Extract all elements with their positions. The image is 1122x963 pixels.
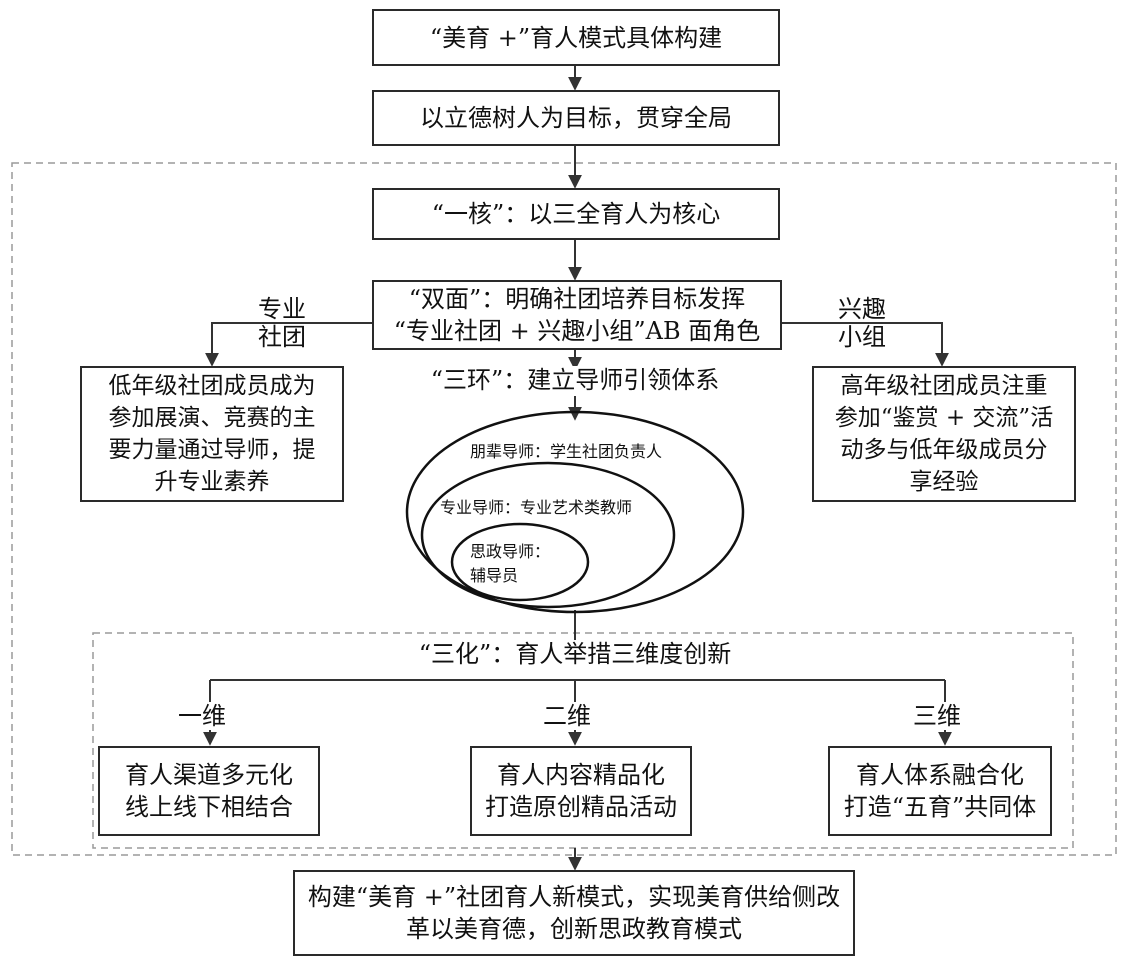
- ring-middle-label: 专业导师：专业艺术类教师: [440, 498, 633, 517]
- dim1-box-line-2: 线上线下相结合: [125, 793, 293, 821]
- ring-inner: [450, 522, 590, 602]
- dual-box: “双面”：明确社团培养目标发挥 “专业社团 + 兴趣小组”AB 面角色: [372, 280, 782, 350]
- ring-outer: [405, 410, 745, 614]
- arrow-dual-left: [205, 322, 372, 367]
- right-branch-label-line-1: 兴趣: [838, 295, 886, 323]
- left-detail-line-3: 要力量通过导师，提: [108, 437, 316, 463]
- core-box: “一核”：以三全育人为核心: [372, 188, 780, 240]
- dual-box-line-2: “专业社团 + 兴趣小组”AB 面角色: [393, 317, 761, 345]
- ring-title: “三环”：建立导师引领体系: [420, 366, 730, 394]
- dim2-box-line-1: 育人内容精品化: [497, 761, 665, 789]
- goal-box-text: 以立德树人为目标，贯穿全局: [420, 104, 732, 132]
- right-branch-label: 兴趣 小组: [838, 295, 886, 351]
- left-branch-label: 专业 社团: [258, 295, 306, 351]
- left-detail-box: 低年级社团成员成为 参加展演、竞赛的主 要力量通过导师，提 升专业素养: [80, 366, 344, 502]
- title-box: “美育 +”育人模式具体构建: [372, 9, 780, 66]
- final-box: 构建“美育 +”社团育人新模式，实现美育供给侧改 革以美育德，创新思政教育模式: [293, 870, 855, 956]
- dim1-box: 育人渠道多元化 线上线下相结合: [98, 746, 320, 836]
- dim2-label: 二维: [543, 702, 591, 730]
- right-detail-line-2: 参加“鉴赏 + 交流”活: [834, 405, 1054, 431]
- title-box-text: “美育 +”育人模式具体构建: [429, 23, 723, 52]
- right-detail-box: 高年级社团成员注重 参加“鉴赏 + 交流”活 动多与低年级成员分 享经验: [812, 366, 1076, 502]
- left-detail-line-1: 低年级社团成员成为: [108, 373, 316, 399]
- ring-inner-label-line-1: 思政导师：: [470, 542, 551, 561]
- right-detail-line-1: 高年级社团成员注重: [840, 373, 1048, 399]
- ring-inner-label-line-2: 辅导员: [470, 566, 519, 585]
- dim2-box-line-2: 打造原创精品活动: [485, 793, 677, 821]
- goal-box: 以立德树人为目标，贯穿全局: [372, 90, 780, 146]
- ring-middle: [420, 461, 676, 609]
- ring-outer-label: 朋辈导师：学生社团负责人: [470, 442, 663, 461]
- outer-dashed-region: [11, 162, 1117, 856]
- core-box-text: “一核”：以三全育人为核心: [431, 200, 721, 228]
- right-detail-line-3: 动多与低年级成员分: [840, 437, 1048, 463]
- innovation-title: “三化”：育人举措三维度创新: [400, 640, 750, 668]
- left-detail-line-2: 参加展演、竞赛的主: [108, 405, 316, 431]
- right-branch-label-line-2: 小组: [838, 323, 886, 351]
- arrow-dual-right: [782, 322, 949, 367]
- inner-dashed-region: [92, 632, 1074, 849]
- dim2-box: 育人内容精品化 打造原创精品活动: [470, 746, 692, 836]
- dim3-box-line-2: 打造“五育”共同体: [843, 793, 1037, 821]
- dual-box-line-1: “双面”：明确社团培养目标发挥: [408, 285, 746, 313]
- dim3-box-line-1: 育人体系融合化: [855, 761, 1024, 789]
- dim1-label: 一维: [178, 702, 226, 730]
- left-branch-label-line-1: 专业: [258, 295, 306, 323]
- dim3-box: 育人体系融合化 打造“五育”共同体: [828, 746, 1052, 836]
- left-detail-line-4: 升专业素养: [154, 469, 270, 495]
- final-box-line-1: 构建“美育 +”社团育人新模式，实现美育供给侧改: [307, 883, 841, 911]
- right-detail-line-4: 享经验: [909, 469, 979, 495]
- dim3-label: 三维: [913, 702, 961, 730]
- left-branch-label-line-2: 社团: [258, 323, 306, 351]
- final-box-line-2: 革以美育德，创新思政教育模式: [406, 915, 742, 943]
- ring-inner-label: 思政导师： 辅导员: [470, 540, 550, 588]
- dim1-box-line-1: 育人渠道多元化: [125, 761, 293, 789]
